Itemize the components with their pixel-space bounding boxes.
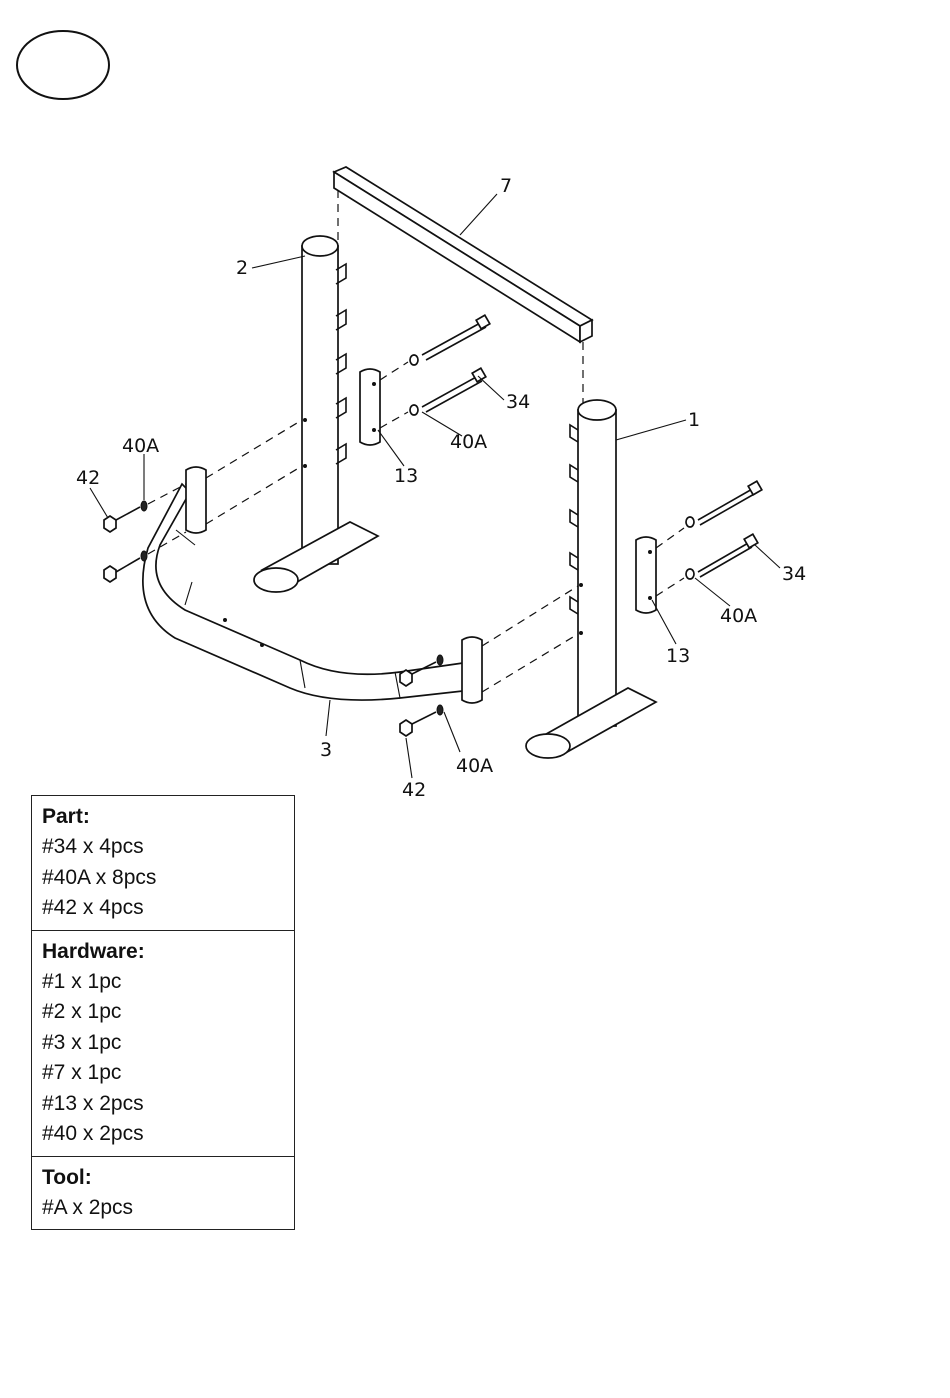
callout-42-bottom: 42 — [402, 779, 426, 800]
legend-item: #34 x 4pcs — [42, 832, 294, 863]
callout-40a-upper: 40A — [450, 431, 487, 453]
legend-section-tool: Tool: #A x 2pcs — [32, 1156, 294, 1230]
callout-40a-bottom: 40A — [456, 755, 493, 777]
legend-heading: Part: — [42, 802, 294, 832]
legend-item: #2 x 1pc — [42, 997, 294, 1028]
upper-bolts-34 — [380, 315, 490, 428]
legend-heading: Tool: — [42, 1163, 294, 1193]
callout-34-upper: 34 — [506, 391, 530, 413]
callout-42-left: 42 — [76, 467, 100, 489]
legend-item: #13 x 2pcs — [42, 1089, 294, 1120]
legend-section-hardware: Hardware: #1 x 1pc #2 x 1pc #3 x 1pc #7 … — [32, 930, 294, 1156]
parts-legend: Part: #34 x 4pcs #40A x 8pcs #42 x 4pcs … — [31, 795, 295, 1230]
callout-13-right: 13 — [666, 645, 690, 667]
callout-40a-right: 40A — [720, 605, 757, 627]
callout-1: 1 — [688, 409, 700, 431]
legend-item: #A x 2pcs — [42, 1193, 294, 1224]
callout-3: 3 — [320, 739, 332, 761]
legend-item: #40 x 2pcs — [42, 1119, 294, 1150]
callout-2: 2 — [236, 257, 248, 279]
right-bolts-34 — [656, 481, 762, 596]
assembly-diagram: 7 2 1 34 40A 13 40A 42 34 40A 13 3 40A 4… — [0, 0, 950, 800]
part-13-left-bracket — [360, 369, 380, 445]
part-3-front-rail — [143, 420, 578, 703]
right-upright-hooks — [570, 425, 578, 614]
legend-item: #40A x 8pcs — [42, 863, 294, 894]
legend-item: #3 x 1pc — [42, 1028, 294, 1059]
legend-item: #7 x 1pc — [42, 1058, 294, 1089]
callout-7: 7 — [500, 175, 512, 197]
legend-item: #42 x 4pcs — [42, 893, 294, 924]
callout-13-left: 13 — [394, 465, 418, 487]
callout-34-right: 34 — [782, 563, 806, 585]
callout-40a-left: 40A — [122, 435, 159, 457]
legend-heading: Hardware: — [42, 937, 294, 967]
legend-section-part: Part: #34 x 4pcs #40A x 8pcs #42 x 4pcs — [32, 796, 294, 930]
legend-item: #1 x 1pc — [42, 967, 294, 998]
